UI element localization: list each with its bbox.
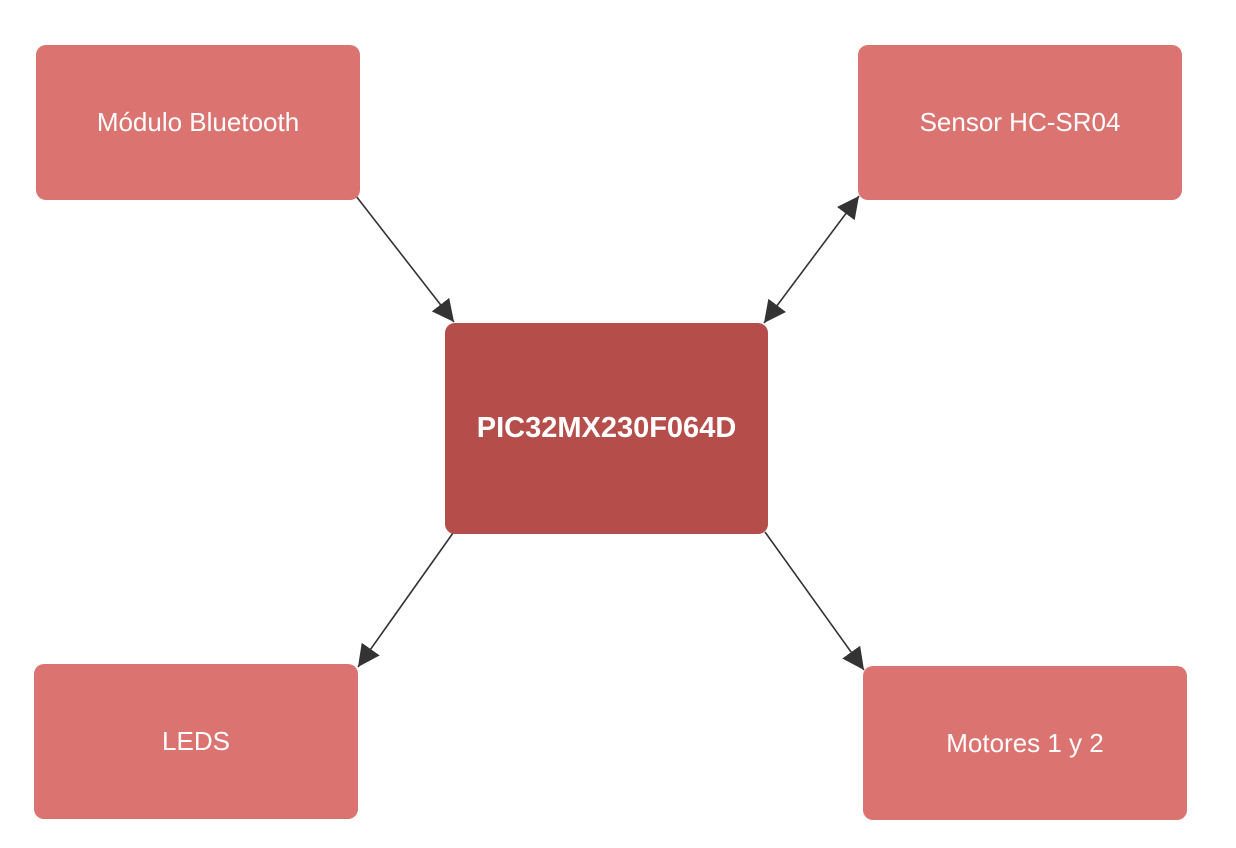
bluetooth-module-box: Módulo Bluetooth [36,45,360,200]
motors-box: Motores 1 y 2 [863,666,1187,820]
microcontroller-label: PIC32MX230F064D [476,412,737,444]
connector-pic-to-motors [764,531,865,671]
connector-pic-to-leds [357,532,454,668]
bluetooth-module-label: Módulo Bluetooth [96,107,300,137]
sensor-label: Sensor HC-SR04 [919,107,1121,137]
leds-label: LEDS [162,726,230,756]
microcontroller-box: PIC32MX230F064D [445,323,768,534]
motors-label: Motores 1 y 2 [946,727,1104,758]
connector-pic-sensor-bidirectional [763,195,860,324]
sensor-box: Sensor HC-SR04 [858,45,1182,200]
leds-box: LEDS [34,664,358,819]
connector-bluetooth-to-pic [355,195,455,323]
